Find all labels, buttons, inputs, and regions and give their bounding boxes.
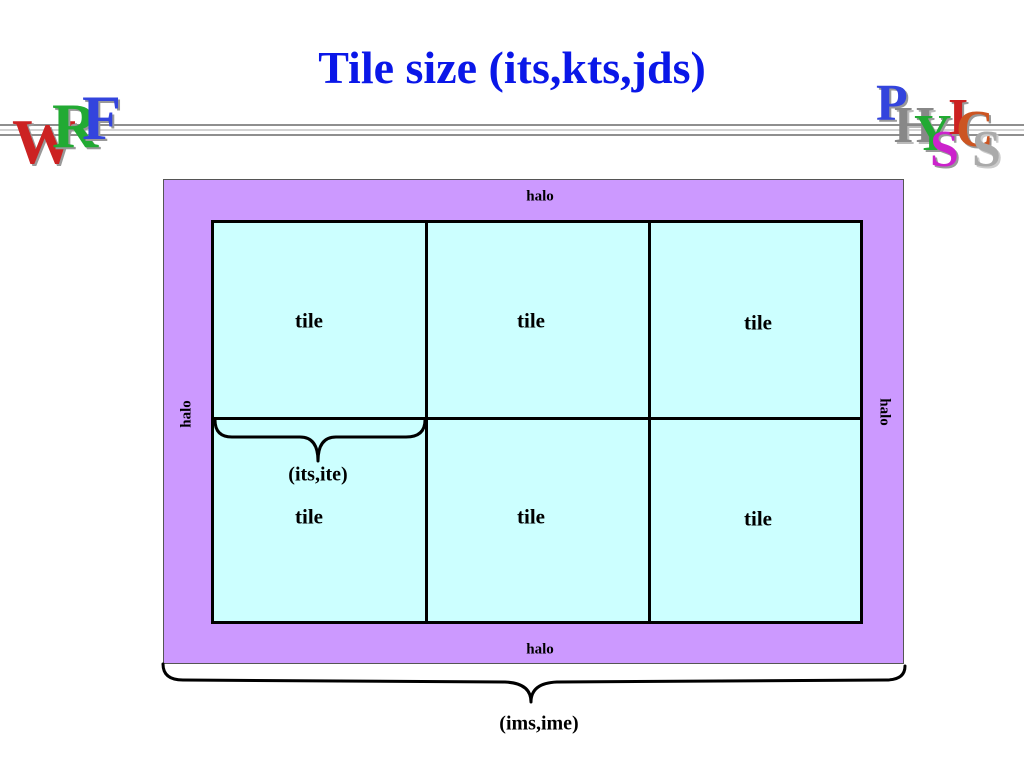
tile-divider-vertical-1	[425, 223, 428, 621]
physics-logo-letter-i: I	[948, 89, 969, 146]
tile-divider-vertical-2	[648, 223, 651, 621]
tile-label-bottom-middle: tile	[517, 504, 545, 529]
memory-range-label: (ims,ime)	[499, 712, 579, 735]
tile-range-label: (its,ite)	[288, 463, 348, 486]
physics-logo: P H Y S I C S	[868, 78, 1018, 178]
wrf-logo-letter-w: W	[12, 106, 76, 177]
tile-divider-horizontal	[214, 417, 860, 420]
tile-label-top-right: tile	[744, 310, 772, 335]
tile-label-bottom-right: tile	[744, 506, 772, 531]
wrf-logo-letter-f: F	[82, 82, 122, 153]
slide-title: Tile size (its,kts,jds)	[318, 42, 706, 93]
tile-grid	[211, 220, 863, 624]
tile-range-brace	[213, 418, 427, 463]
physics-logo-letter-p: P	[876, 75, 908, 132]
halo-label-top: halo	[526, 188, 554, 205]
physics-logo-letter-s: S	[930, 121, 959, 178]
wrf-logo: W R F	[8, 86, 138, 186]
wrf-logo-letter-r: R	[52, 90, 99, 161]
tile-label-top-left: tile	[295, 308, 323, 333]
physics-logo-letter-h: H	[894, 97, 935, 154]
header-rule-top	[0, 124, 1024, 126]
physics-logo-letter-y: Y	[914, 105, 952, 162]
tile-label-top-middle: tile	[517, 308, 545, 333]
tile-label-bottom-left: tile	[295, 504, 323, 529]
halo-label-bottom: halo	[526, 641, 554, 658]
physics-logo-letter-s2: S	[972, 121, 1001, 178]
header-rule-mid	[0, 129, 1024, 131]
header-rule-bottom	[0, 134, 1024, 136]
memory-range-brace	[161, 662, 907, 704]
physics-logo-letter-c: C	[956, 101, 994, 158]
